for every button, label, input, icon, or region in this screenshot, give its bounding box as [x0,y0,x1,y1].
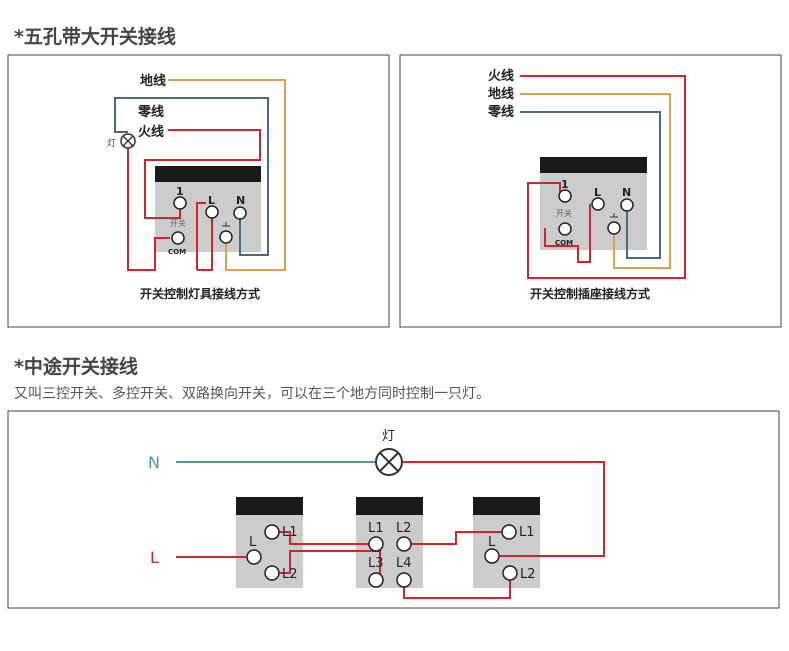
left-terminal-N [233,206,247,220]
neutral-label: N [148,453,160,472]
right-switch-label: 开关 [556,208,572,218]
right-live-label: 火线 [488,68,514,84]
left-ground-wire [168,79,286,271]
right-com-label: COM [555,239,573,247]
sw3-terminal-L1 [501,524,517,540]
sw2-L4-label: L4 [396,556,412,571]
right-neutral-wire [520,111,661,259]
sw2-L3-label: L3 [368,556,384,571]
switch1-top [236,497,303,515]
sw3-terminal-L [484,548,500,564]
right-neutral-label: 零线 [487,104,514,120]
left-switch-to-L-a [196,202,206,270]
section1-title: *五孔带大开关接线 [14,26,176,48]
left-live-wire [144,129,261,219]
sw1-L1-label: L1 [282,525,298,540]
sw2-L4-to-sw3-L2 [403,573,511,599]
sw1-L-label: L [249,535,257,550]
sw1-terminal-L [246,549,262,565]
left-neutral-label: 零线 [137,104,164,120]
left-terminal-com [171,231,185,245]
section2-title: *中途开关接线 [14,356,138,378]
sw3-terminal-L2 [502,565,518,581]
sw3-L1-label: L1 [519,525,535,540]
left-diagram-frame [7,54,390,328]
right-tL-label: L [594,186,601,199]
right-terminal-L [591,197,605,211]
sw2-terminal-L2 [396,536,412,552]
left-tL-label: L [208,194,215,207]
right-terminal-com [558,222,572,236]
sw2-terminal-L4 [396,572,412,588]
right-ground-wire [520,93,671,269]
right-terminal-earth [607,221,621,235]
right-live-wire [520,75,686,279]
right-com-to-L [544,204,591,263]
right-terminal-N [620,198,634,212]
sw1-terminal-L1 [264,524,280,540]
left-caption: 开关控制灯具接线方式 [140,286,260,301]
sw3-L2-label: L2 [520,567,536,582]
left-terminal-earth [219,230,233,244]
right-diagram-frame [399,54,782,328]
lamp-label: 灯 [382,429,395,444]
left-lamp-return [127,148,170,271]
left-neutral-wire [114,97,269,256]
lamp-cross-b [379,452,399,472]
left-tN-label: N [236,194,245,207]
right-outlet-top [540,157,647,173]
left-switch-to-L-b [197,218,213,271]
sw3-L-label: L [488,535,496,550]
sw2-L1-label: L1 [368,521,384,536]
sw1-terminal-L2 [264,565,280,581]
sw2-L2-to-sw3-L1 [404,531,509,545]
switch2-top [356,497,423,515]
left-terminal-1 [173,196,187,210]
left-t1-label: 1 [176,185,184,198]
right-caption: 开关控制插座接线方式 [530,286,650,301]
left-lamp-cross-b [122,135,134,147]
lamp-return-wire [403,461,605,557]
right-terminal-1 [558,189,572,203]
sw1-L2-label: L2 [282,567,298,582]
right-tN-label: N [622,186,631,199]
sw2-terminal-L1 [368,536,384,552]
sw2-L2-label: L2 [396,521,412,536]
intermediate-diagram-frame [7,410,780,609]
right-ground-label: 地线 [488,86,514,102]
left-live-label: 火线 [138,124,164,140]
sw2-terminal-L3 [368,572,384,588]
left-ground-label: 地线 [140,73,166,89]
live-label: L [150,548,159,567]
left-switch-label: 开关 [170,218,186,228]
right-t1-label: 1 [561,178,569,191]
switch3-top [473,497,540,515]
left-com-label: COM [168,248,186,256]
left-neutral-drop [114,112,128,133]
left-terminal-L [205,205,219,219]
left-outlet-top [155,166,261,182]
section2-subtitle: 又叫三控开关、多控开关、双路换向开关，可以在三个地方同时控制一只灯。 [14,386,490,402]
sw1-L1-to-sw2-L1 [272,531,376,545]
left-lamp-label: 灯 [107,138,116,149]
